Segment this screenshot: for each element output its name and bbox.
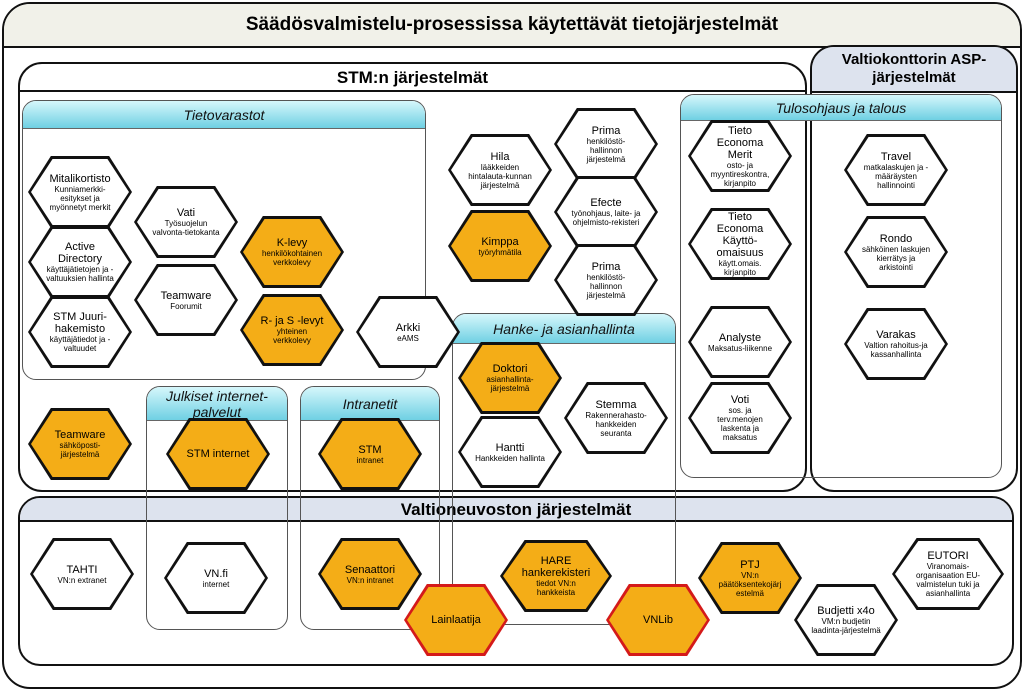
- group-intranetit-title: Intranetit: [301, 387, 439, 421]
- node-lainlaatija: Lainlaatija: [404, 584, 508, 656]
- group-hanke-title: Hanke- ja asianhallinta: [453, 314, 675, 344]
- node-stm-internet: STM internet: [166, 418, 270, 490]
- diagram-title: Säädösvalmistelu-prosessissa käytettävät…: [4, 4, 1020, 48]
- vn-title: Valtioneuvoston järjestelmät: [20, 498, 1012, 522]
- group-tulosohjaus-title: Tulosohjaus ja talous: [681, 95, 1001, 121]
- asp-title: Valtiokonttorin ASP-järjestelmät: [812, 47, 1016, 93]
- group-tulosohjaus: Tulosohjaus ja talous: [680, 94, 1002, 478]
- group-intranetit: Intranetit: [300, 386, 440, 630]
- group-tietovarastot: Tietovarastot: [22, 100, 426, 380]
- node-vnlib: VNLib: [606, 584, 710, 656]
- stm-title: STM:n järjestelmät: [20, 64, 805, 92]
- group-julkiset: Julkiset internet-palvelut: [146, 386, 288, 630]
- group-tietovarastot-title: Tietovarastot: [23, 101, 425, 129]
- group-hanke: Hanke- ja asianhallinta: [452, 313, 676, 625]
- group-julkiset-title: Julkiset internet-palvelut: [147, 387, 287, 421]
